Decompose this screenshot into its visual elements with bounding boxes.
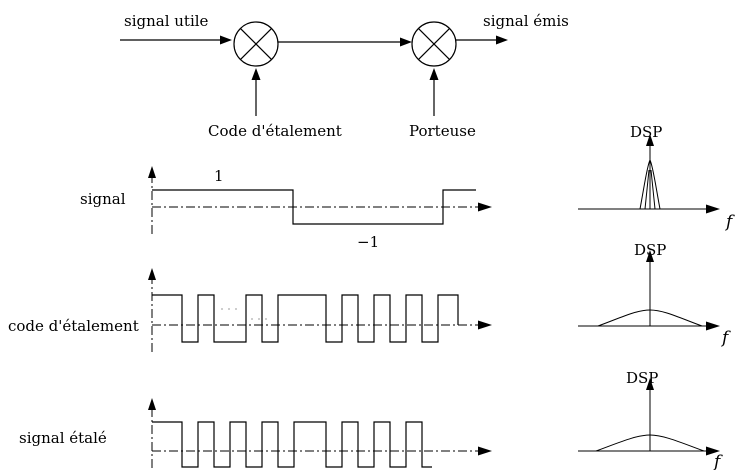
carrier-input-label: Porteuse [409, 122, 476, 140]
signal-level-low-label: −1 [357, 233, 379, 251]
spectrum-spread-curve [595, 434, 705, 452]
row-spread: signal étalé [19, 398, 492, 468]
row-signal: signal 1 −1 [80, 166, 492, 251]
spectrum-spread: DSP f [578, 369, 723, 470]
row-spread-label: signal étalé [19, 429, 107, 447]
spectrum-spread-title: DSP [626, 369, 658, 387]
row-code: code d'étalement [8, 268, 492, 352]
signal-level-high-label: 1 [214, 167, 224, 185]
row-signal-label: signal [80, 190, 126, 208]
spectrum-signal-title: DSP [630, 123, 662, 141]
spectrum-code-curve [597, 309, 703, 327]
signal-waveform [152, 189, 476, 225]
spectrum-signal: DSP f [578, 123, 735, 232]
code-waveform [152, 294, 459, 343]
spectrum-spread-f-label: f [712, 452, 723, 470]
spectrum-code: DSP f [578, 241, 731, 348]
block-diagram: signal utile signal émis Code d'étalemen… [120, 12, 569, 140]
spectrum-code-f-label: f [720, 328, 731, 348]
output-label: signal émis [483, 12, 569, 30]
spectrum-signal-f-label: f [724, 212, 735, 232]
mixer-1 [233, 21, 279, 67]
spectrum-code-title: DSP [634, 241, 666, 259]
row-code-label: code d'étalement [8, 317, 139, 335]
mixer-2 [411, 21, 457, 67]
code-input-label: Code d'étalement [208, 122, 342, 140]
spread-waveform [152, 421, 432, 468]
input-label: signal utile [124, 12, 209, 30]
spectrum-signal-curve [639, 158, 661, 210]
